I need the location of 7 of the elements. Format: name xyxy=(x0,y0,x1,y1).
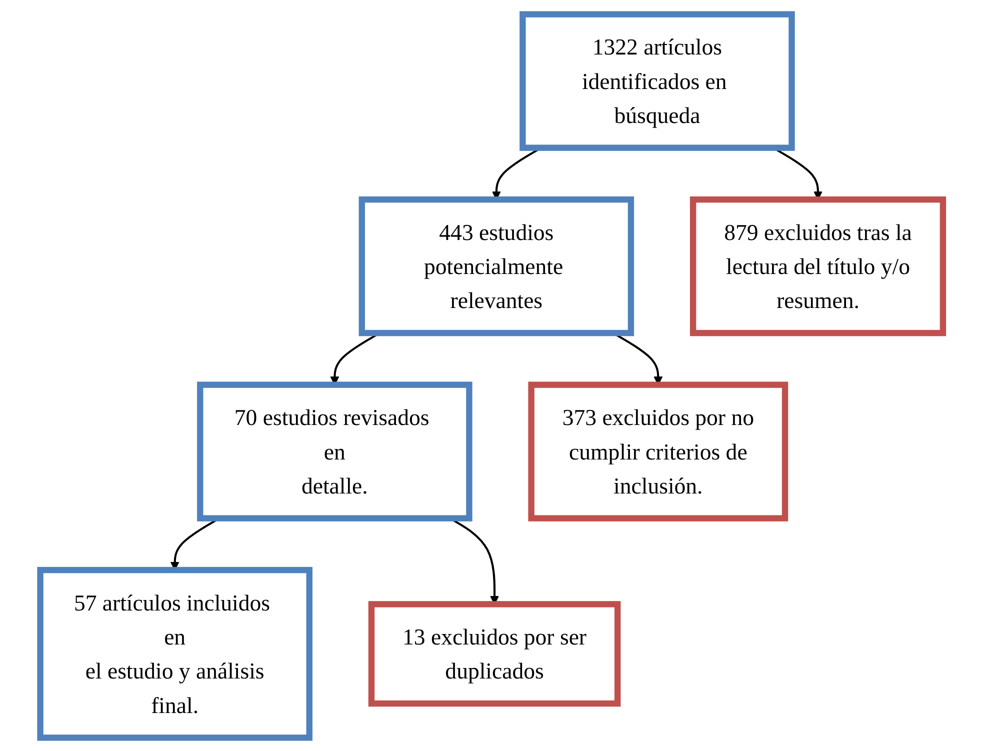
node-box: 70 estudios revisados en detalle. xyxy=(197,381,473,521)
node-box: 879 excluidos tras la lectura del título y/o resumen. xyxy=(690,196,946,336)
node-box: 373 excluidos por no cumplir criterios de inclusión. xyxy=(528,381,788,521)
node-box: 443 estudios potencialmente relevantes xyxy=(359,196,634,336)
node-box: 13 excluidos por ser duplicados xyxy=(368,600,622,706)
node-box: 1322 artículos identificados en búsqueda xyxy=(520,10,796,150)
node-box: 57 artículos incluidos en el estudio y análisis final. xyxy=(38,566,313,740)
